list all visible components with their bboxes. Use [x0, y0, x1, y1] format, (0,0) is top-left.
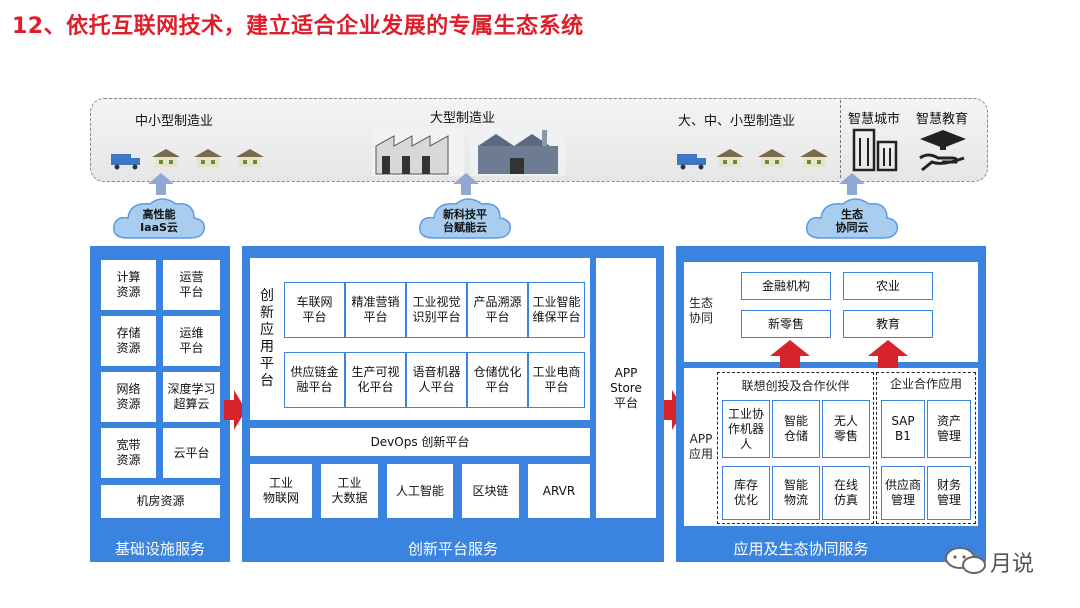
watermark-text: 月说 — [990, 552, 1035, 577]
tile-industrial-maintenance: 工业智能维保平台 — [528, 282, 585, 338]
tile-supply-chain-finance: 供应链金融平台 — [284, 352, 345, 408]
industrial-robot: 工业协作机器人 — [722, 400, 770, 458]
deep-learning-cloud: 深度学习超算云 — [163, 372, 220, 422]
ecosystem-label: 生态协同 — [688, 296, 713, 325]
factory-house-icon — [152, 149, 180, 167]
right-arrow-icon — [662, 390, 684, 430]
factory-house-icon — [758, 149, 786, 167]
supplier-management: 供应商管理 — [881, 466, 925, 520]
factory-icon — [470, 128, 566, 176]
wechat-icon — [945, 547, 986, 574]
devops-platform: DevOps 创新平台 — [250, 428, 590, 456]
infrastructure-footer: 基础设施服务 — [114, 540, 205, 558]
cloud-platform: 云平台 — [163, 428, 220, 478]
tile-vehicle-network: 车联网平台 — [284, 282, 345, 338]
maintenance-platform: 运维平台 — [163, 316, 220, 366]
sme-label: 中小型制造业 — [135, 114, 214, 129]
band-divider — [840, 100, 841, 178]
up-arrow-icon — [453, 173, 479, 195]
finance-management: 财务管理 — [927, 466, 971, 520]
tile-production-visualization: 生产可视化平台 — [345, 352, 406, 408]
up-arrow-icon — [770, 340, 810, 370]
arvr: ARVR — [528, 464, 590, 518]
enterprise-group — [876, 372, 976, 524]
factory-house-icon — [194, 149, 222, 167]
eco-cloud-label: 生态协同云 — [835, 208, 869, 234]
financial-institutions: 金融机构 — [741, 272, 831, 300]
blockchain: 区块链 — [462, 464, 519, 518]
innovation-footer: 创新平台服务 — [407, 540, 498, 558]
tile-voice-robot: 语音机器人平台 — [406, 352, 467, 408]
up-arrow-icon — [839, 173, 865, 195]
partner-group-title: 联想创投及合作伙伴 — [741, 379, 850, 393]
factory-house-icon — [716, 149, 744, 167]
industrial-iot: 工业物联网 — [250, 464, 312, 518]
industrial-big-data: 工业大数据 — [321, 464, 378, 518]
education: 教育 — [843, 310, 933, 338]
network-resource: 网络资源 — [101, 372, 156, 422]
smart-logistics: 智能物流 — [772, 466, 820, 520]
up-arrow-icon — [148, 173, 174, 195]
tech-cloud-label: 新科技平台赋能云 — [443, 208, 487, 234]
new-retail: 新零售 — [741, 310, 831, 338]
online-simulation: 在线仿真 — [822, 466, 870, 520]
agriculture: 农业 — [843, 272, 933, 300]
factory-house-icon — [800, 149, 828, 167]
large-label: 大型制造业 — [430, 111, 496, 126]
partner-group — [717, 372, 874, 524]
all-size-label: 大、中、小型制造业 — [678, 114, 796, 129]
application-footer: 应用及生态协同服务 — [733, 540, 869, 558]
truck-icon — [677, 154, 706, 170]
tile-industrial-ecommerce: 工业电商平台 — [528, 352, 585, 408]
cloud-icon — [419, 198, 512, 239]
innovation-app-vertical-label: 创新应用平台 — [260, 288, 274, 389]
storage-resource: 存储资源 — [101, 316, 156, 366]
city-buildings-icon — [852, 128, 898, 172]
factory-icon — [372, 128, 464, 176]
smart-edu-label: 智慧教育 — [916, 112, 969, 127]
cloud-icon — [806, 198, 899, 239]
education-hands-icon — [919, 130, 966, 172]
tile-warehouse-optimization: 仓储优化平台 — [467, 352, 528, 408]
inventory-optimization: 库存优化 — [722, 466, 770, 520]
truck-icon — [111, 154, 140, 170]
artificial-intelligence: 人工智能 — [387, 464, 453, 518]
cloud-icon — [113, 198, 206, 239]
enterprise-group-title: 企业合作应用 — [889, 377, 962, 391]
tile-precision-marketing: 精准营销平台 — [345, 282, 406, 338]
right-arrow-icon — [224, 390, 246, 430]
tile-product-traceability: 产品溯源平台 — [467, 282, 528, 338]
ecosystem-area — [684, 262, 978, 362]
tile-industrial-vision: 工业视觉识别平台 — [406, 282, 467, 338]
datacenter-resource: 机房资源 — [101, 485, 220, 518]
ops-platform: 运营平台 — [163, 260, 220, 310]
factory-house-icon — [236, 149, 264, 167]
asset-management: 资产管理 — [927, 400, 971, 458]
compute-resource: 计算资源 — [101, 260, 156, 310]
slide-title: 12、依托互联网技术，建立适合企业发展的专属生态系统 — [12, 14, 584, 39]
smart-warehouse: 智能仓储 — [772, 400, 820, 458]
smart-city-label: 智慧城市 — [848, 112, 901, 127]
broadband-resource: 宽带资源 — [101, 428, 156, 478]
unmanned-retail: 无人零售 — [822, 400, 870, 458]
up-arrow-icon — [868, 340, 908, 370]
